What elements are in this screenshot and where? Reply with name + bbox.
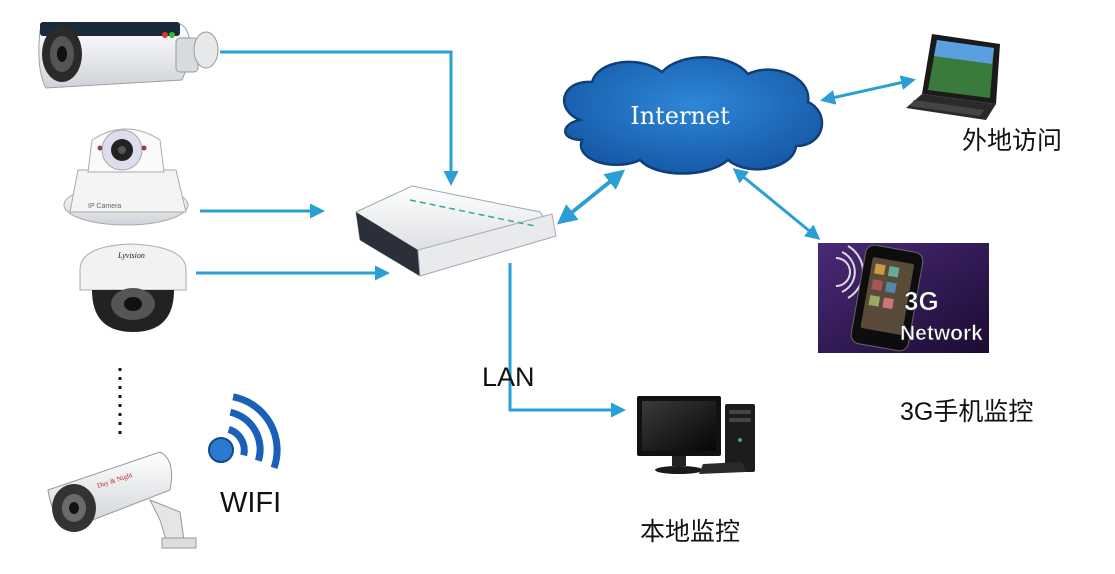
ptz-camera: IP Camera [63,128,189,226]
connector-router-pc [508,263,626,418]
desktop-pc [637,396,755,474]
remote-access-label: 外地访问 [962,126,1063,155]
connector-router-internet [556,169,626,225]
wifi-bullet-camera: Day & Night [47,451,197,549]
connector-internet-phone [732,168,821,240]
internet-label: Internet [630,102,730,130]
local-monitoring-label: 本地监控 [640,517,741,546]
dome-camera-text: Lyvision [117,251,145,260]
wifi-icon [208,393,281,470]
phone-badge-3g: 3G [904,286,939,316]
dome-camera: Lyvision [79,243,187,332]
phone-badge-network: Network [900,322,983,345]
connector-internet-laptop [820,75,916,105]
phone-3g-panel: 3G Network [818,243,989,353]
ptz-camera-text: IP Camera [88,203,121,210]
connector-bullet-camera-router [220,50,459,186]
bullet-camera [38,22,219,89]
laptop [906,34,1000,120]
router [355,185,557,277]
internet-cloud: Internet [562,56,824,175]
connectors [196,50,916,418]
wifi-label: WIFI [220,487,282,519]
mobile-monitoring-label: 3G手机监控 [900,398,1034,426]
lan-label: LAN [482,362,535,392]
